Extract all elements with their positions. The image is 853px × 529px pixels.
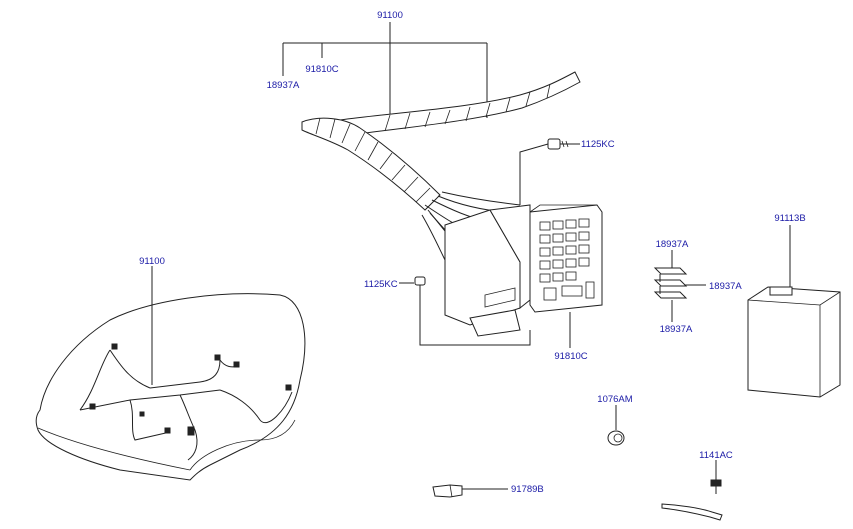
bolt-1125kc-left [399,276,426,293]
label-clip-a-2: 18937A [709,281,742,292]
bolt-1125kc-upper [547,138,580,150]
clip-assembly-18937a [653,250,706,322]
label-bolt-kc-left: 1125KC [364,279,398,290]
fuse-relay-box [419,143,603,348]
main-harness-bundle [301,71,581,263]
label-ground-bolt: 1141AC [699,450,733,461]
label-connector-b: 91789B [511,484,544,495]
label-clip-a-3: 18937A [660,324,693,335]
ground-wire-1141ac [661,460,723,521]
label-harness-top: 91100 [377,10,403,21]
label-cover: 91113B [774,213,805,224]
grommet-1076am [607,405,625,446]
label-fusebox-connector: 91810C [554,351,587,362]
fuse-box-cover [747,225,841,398]
label-harness-vehicle: 91100 [139,256,165,267]
harness-top-leaders [282,22,488,122]
label-connector-c-top: 91810C [305,64,338,75]
connector-91789b [432,484,508,498]
label-bolt-kc-upper: 1125KC [581,139,615,150]
label-clip-a-1: 18937A [656,239,689,250]
label-clip-a-top: 18937A [267,80,300,91]
vehicle-harness-91100 [35,266,306,481]
label-grommet: 1076AM [597,394,632,405]
